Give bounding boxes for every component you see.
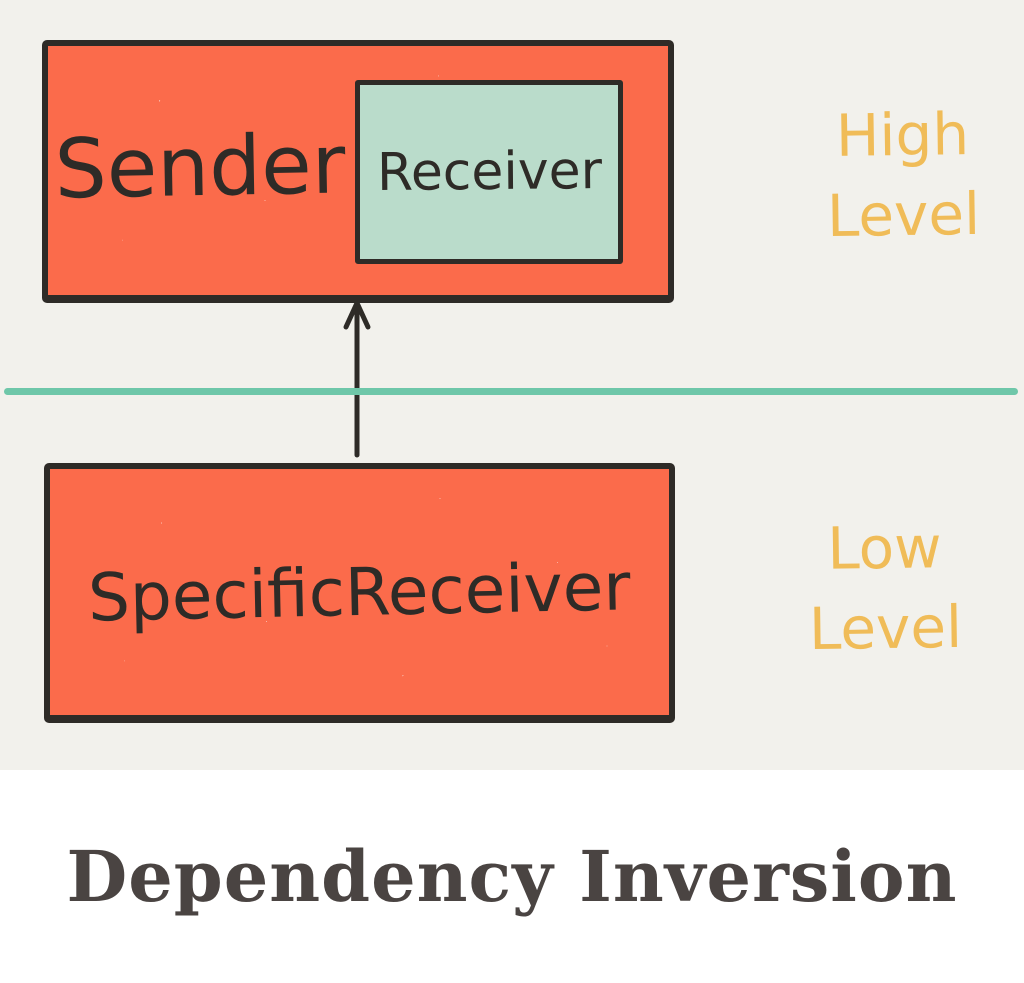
receiver-box: Receiver <box>355 80 623 264</box>
high-level-line1: High <box>835 100 970 170</box>
dependency-arrow-icon <box>343 300 371 458</box>
specific-receiver-box: SpecificReceiver <box>44 463 675 723</box>
high-level-label: High Level <box>777 93 1024 256</box>
diagram-title: Dependency Inversion <box>66 835 958 918</box>
low-level-line1: Low <box>826 513 943 583</box>
specific-receiver-label: SpecificReceiver <box>87 547 632 637</box>
high-level-line2: Level <box>826 179 981 251</box>
level-divider-line <box>4 388 1018 395</box>
caption-band: Dependency Inversion <box>0 770 1024 983</box>
receiver-label: Receiver <box>376 141 602 203</box>
sender-label: Sender <box>53 117 347 218</box>
low-level-label: Low Level <box>759 506 1011 669</box>
low-level-line2: Level <box>808 592 963 664</box>
